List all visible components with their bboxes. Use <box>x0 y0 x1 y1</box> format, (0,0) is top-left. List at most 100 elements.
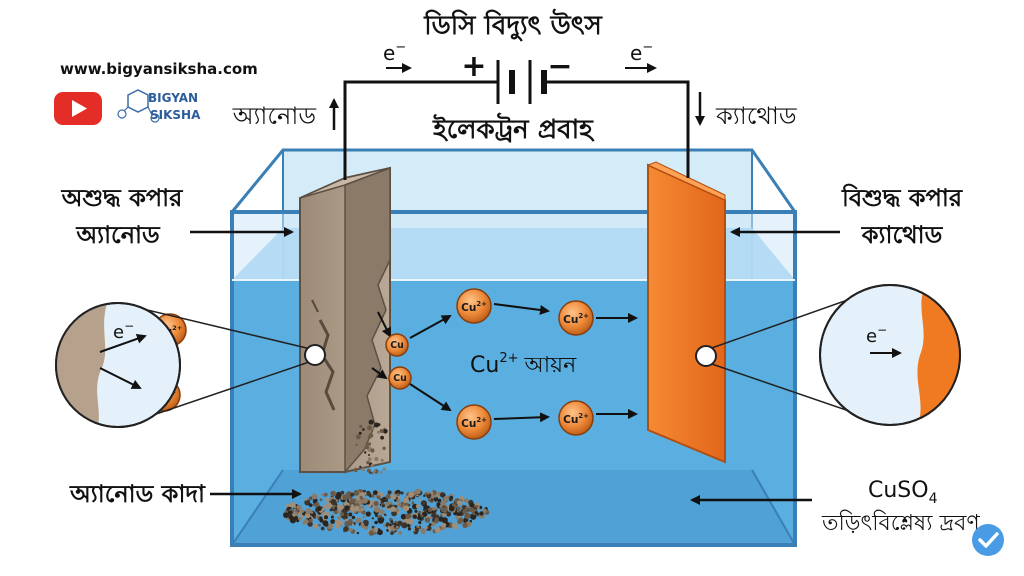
mud-particle <box>395 525 399 529</box>
mud-particle <box>387 490 392 495</box>
mud-particle <box>434 526 441 533</box>
mud-particle <box>405 513 412 520</box>
falling-particle <box>382 467 386 471</box>
mud-particle <box>441 522 447 528</box>
mud-particle <box>334 519 340 526</box>
mud-particle <box>394 508 399 513</box>
mud-particle <box>366 491 372 497</box>
mud-particle <box>284 509 288 513</box>
mud-particle <box>324 515 328 520</box>
mud-particle <box>379 509 385 515</box>
youtube-icon[interactable] <box>54 92 102 125</box>
falling-particle <box>364 451 367 454</box>
cathode-top-label: ক্যাথোড <box>715 102 797 130</box>
mud-particle <box>378 500 382 503</box>
mud-particle <box>348 527 353 532</box>
ion-path-arrow <box>493 303 550 315</box>
electron-label-left: e− <box>383 40 406 65</box>
ion-path-arrow <box>371 367 388 380</box>
mud-particle <box>463 498 469 503</box>
mud-particle <box>464 512 471 519</box>
mud-particle <box>424 517 431 523</box>
mud-particle <box>329 508 333 512</box>
mud-particle <box>371 525 375 529</box>
battery-minus-sign: − <box>547 49 572 84</box>
impure-copper-label-2: অ্যানোড <box>75 221 161 249</box>
falling-particle <box>377 423 381 427</box>
mud-particle <box>337 515 342 520</box>
mud-particle <box>337 509 341 514</box>
mud-particle <box>427 507 433 512</box>
mud-particle <box>336 504 344 511</box>
mud-particle <box>311 493 318 500</box>
mud-particle <box>283 512 289 518</box>
mud-particle <box>385 522 390 526</box>
ion-path-arrow <box>409 315 452 339</box>
mud-particle <box>412 514 417 519</box>
mud-particle <box>375 514 378 517</box>
mud-particle <box>298 512 302 516</box>
mud-particle <box>411 501 415 505</box>
falling-particle <box>380 435 384 440</box>
falling-particle <box>379 429 384 433</box>
falling-particle <box>382 428 388 434</box>
mud-particle <box>424 492 428 496</box>
power-source-label: ডিসি বিদ্যুৎ উৎস <box>423 8 602 42</box>
mud-particle <box>350 498 356 504</box>
falling-particle <box>370 463 374 468</box>
mud-particle <box>430 521 436 527</box>
pure-copper-label-2: ক্যাথোড <box>861 221 944 249</box>
mud-particle <box>316 506 322 512</box>
falling-particle <box>380 471 383 474</box>
mud-particle <box>482 508 487 513</box>
mud-particle <box>353 505 360 512</box>
battery-plus-sign: + <box>461 49 486 84</box>
ion-small-1: Cu <box>385 333 409 357</box>
mud-particle <box>434 518 439 524</box>
verified-check-icon <box>972 524 1004 556</box>
mud-particle <box>289 517 297 524</box>
svg-text:BIGYAN: BIGYAN <box>148 91 198 105</box>
mud-particle <box>362 515 366 519</box>
mud-particle <box>448 505 455 512</box>
electron-label-right: e− <box>630 40 653 65</box>
mud-particle <box>426 494 431 499</box>
branding: www.bigyansiksha.com BIGYAN SIKSHA <box>54 60 1004 556</box>
mud-particle <box>362 498 368 504</box>
falling-particle <box>368 454 370 456</box>
mud-particle <box>385 501 390 506</box>
falling-particle <box>370 471 374 475</box>
mud-particle <box>436 502 441 507</box>
falling-particle <box>382 446 386 450</box>
mud-particle <box>436 514 440 518</box>
mud-particle <box>441 517 448 524</box>
svg-text:Cu: Cu <box>393 373 407 384</box>
mud-particle <box>312 498 318 503</box>
mud-particle <box>459 495 464 500</box>
mud-particle <box>304 512 311 519</box>
falling-particle <box>362 428 365 431</box>
bigyan-siksha-logo-icon: BIGYAN SIKSHA <box>117 89 201 123</box>
mud-particle <box>478 505 483 510</box>
mud-particle <box>365 511 371 517</box>
mud-particle <box>371 517 375 520</box>
falling-particle <box>356 434 361 439</box>
mud-particle <box>454 524 458 529</box>
mud-particle <box>469 507 475 513</box>
falling-particle <box>359 465 362 468</box>
mud-particle <box>390 520 394 524</box>
mud-particle <box>475 504 479 508</box>
mud-particle <box>425 526 428 529</box>
mud-particle <box>313 515 316 519</box>
website-url[interactable]: www.bigyansiksha.com <box>60 60 258 78</box>
mud-particle <box>321 493 325 497</box>
svg-text:Cu2+: Cu2+ <box>563 412 589 426</box>
mud-particle <box>300 514 305 519</box>
mud-particle <box>302 521 306 525</box>
mud-particle <box>376 495 381 500</box>
falling-particle <box>368 419 374 425</box>
mud-particle <box>364 521 369 527</box>
mud-particle <box>330 515 334 519</box>
mud-particle <box>344 518 348 522</box>
